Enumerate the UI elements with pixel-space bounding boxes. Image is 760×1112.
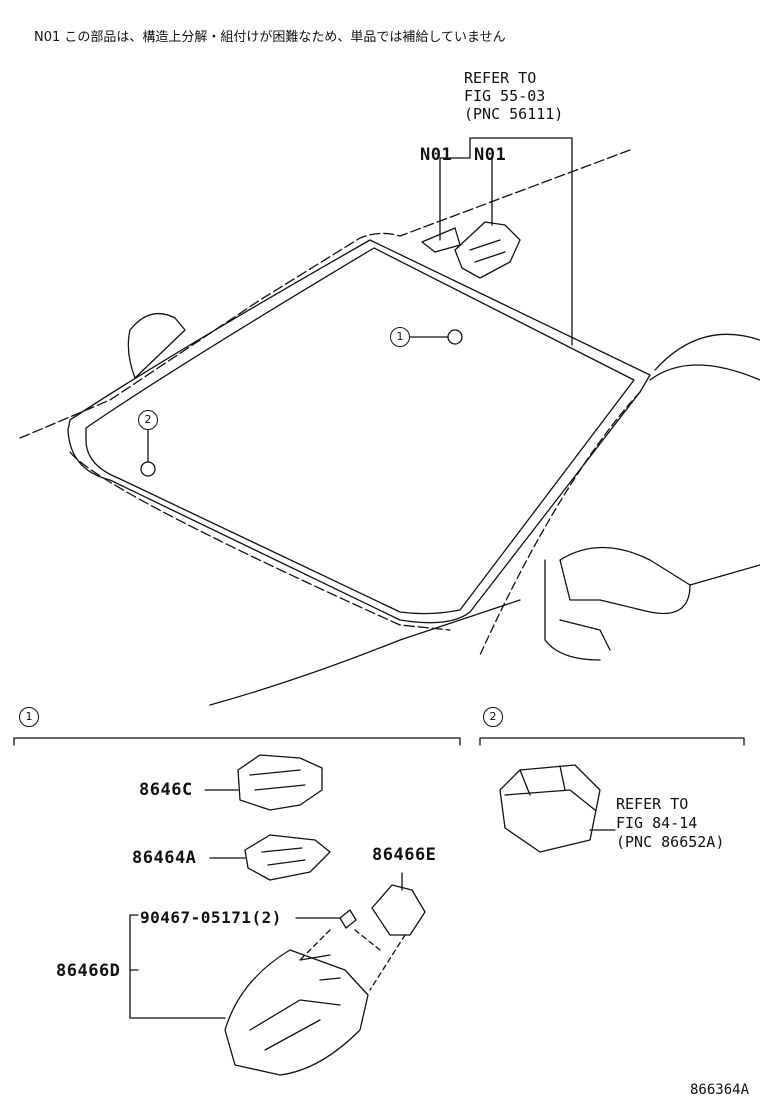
left-mirror	[127, 312, 186, 379]
part-86466e-shape	[371, 884, 426, 936]
part-86466d-label: 86466D	[56, 961, 121, 981]
refer-right-line3: (PNC 86652A)	[616, 833, 725, 851]
callout-1: 1	[390, 327, 410, 347]
section1-marker: 1	[19, 707, 39, 727]
refer-top-line3: (PNC 56111)	[464, 105, 564, 123]
part-86466d-shape	[224, 949, 369, 1076]
refer-top-line1: REFER TO	[464, 69, 537, 87]
part-86466e-label: 86466E	[372, 845, 437, 865]
part-86464a-label: 86464A	[132, 848, 197, 868]
part-90467-label: 90467-05171(2)	[140, 908, 282, 927]
section2-marker: 2	[483, 707, 503, 727]
part-8646c-label: 8646C	[139, 780, 193, 800]
n01-label-right: N01	[474, 145, 507, 165]
refer-right-line2: FIG 84-14	[616, 814, 698, 832]
n01-part-b	[454, 221, 521, 279]
n01-label-left: N01	[420, 145, 453, 165]
windshield-inner	[85, 247, 635, 615]
right-mirror	[559, 546, 691, 615]
sensor-86652a-shape	[499, 764, 601, 853]
cowl-line	[69, 451, 451, 631]
section1-rule	[13, 737, 461, 746]
part-8646c-shape	[237, 754, 323, 811]
refer-top-line2: FIG 55-03	[464, 87, 546, 105]
windshield-outer	[67, 239, 651, 624]
callout-2: 2	[138, 410, 158, 430]
a-pillar	[654, 333, 760, 371]
note-text: N01 この部品は、構造上分解・組付けが困難なため、単品では補給していません	[34, 30, 506, 45]
section2-rule	[479, 737, 745, 746]
drawing-id: 866364A	[690, 1082, 750, 1098]
roof-line	[19, 149, 631, 439]
n01-part-a	[421, 227, 461, 253]
part-86464a-shape	[244, 834, 331, 881]
clip-shape	[339, 909, 357, 929]
refer-right-line1: REFER TO	[616, 795, 689, 813]
